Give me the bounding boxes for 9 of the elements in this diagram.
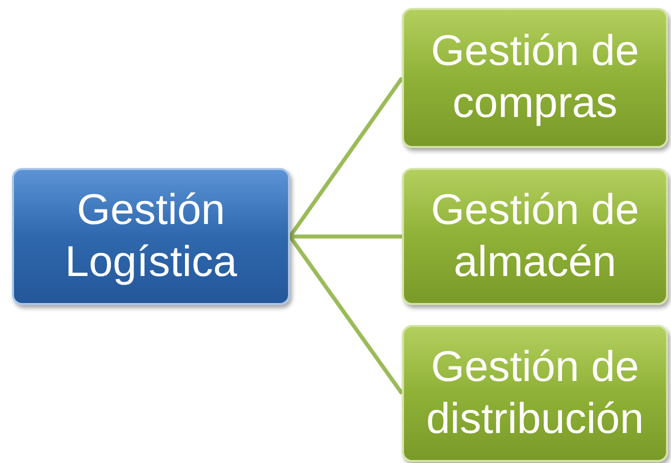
branch-box [402, 8, 668, 148]
node-label: Gestión de compras [430, 26, 640, 129]
root-box [12, 168, 290, 305]
node-label: Gestión de almacén [430, 184, 640, 288]
branch-box [402, 325, 668, 462]
connector-line [290, 234, 402, 238]
node-label: Gestión de distribución [425, 342, 645, 444]
node-label: Gestión Logística [64, 184, 238, 288]
branch-box [402, 168, 668, 305]
